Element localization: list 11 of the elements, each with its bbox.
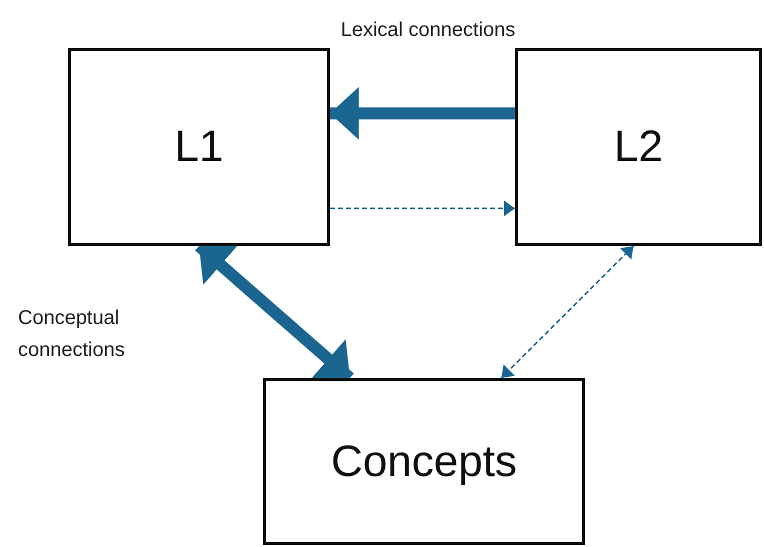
arrow: [330, 86, 515, 140]
box: [68, 48, 330, 246]
box-label: L1: [174, 122, 224, 172]
box: [263, 378, 585, 545]
box-label: Concepts: [331, 436, 517, 486]
box-label: L2: [614, 122, 663, 172]
box: [515, 48, 762, 246]
connection-label: Lexical connections: [340, 18, 516, 43]
arrow: [330, 200, 515, 216]
arrow: [500, 245, 634, 379]
connection-label: Conceptual connections: [18, 306, 126, 363]
